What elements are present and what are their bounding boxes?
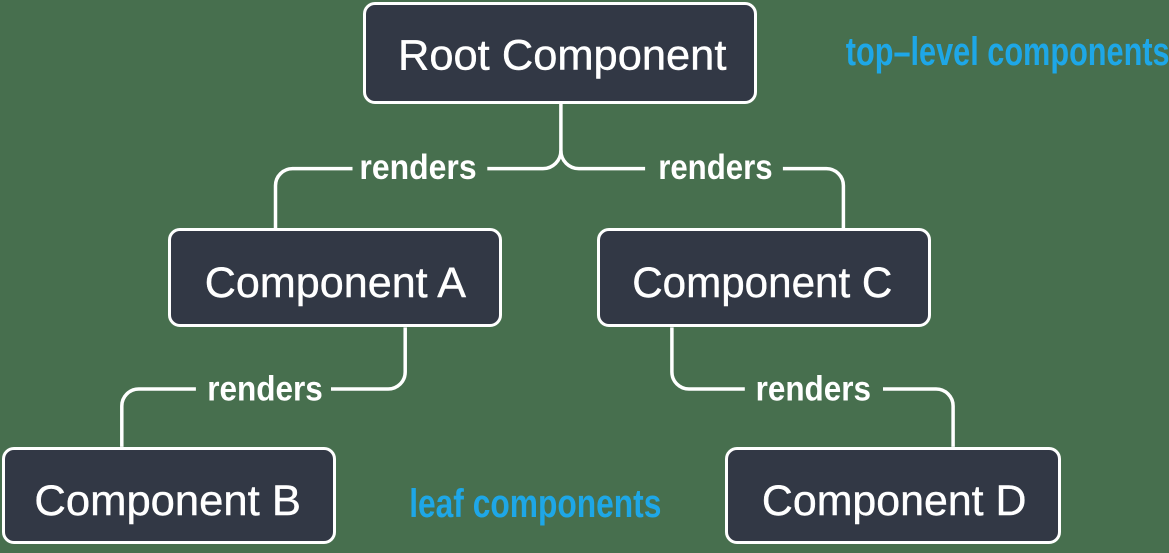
svg-text:Component D: Component D [762,478,1027,525]
svg-text:Component C: Component C [632,260,892,307]
svg-text:leaf components: leaf components [409,482,661,526]
svg-text:renders: renders [658,148,772,187]
svg-text:top–level components: top–level components [846,30,1169,74]
svg-text:Component B: Component B [34,478,301,525]
svg-text:renders: renders [207,370,323,409]
svg-text:Component A: Component A [205,260,467,307]
svg-text:Root Component: Root Component [398,32,727,79]
svg-text:renders: renders [756,370,871,409]
svg-text:renders: renders [359,148,476,187]
